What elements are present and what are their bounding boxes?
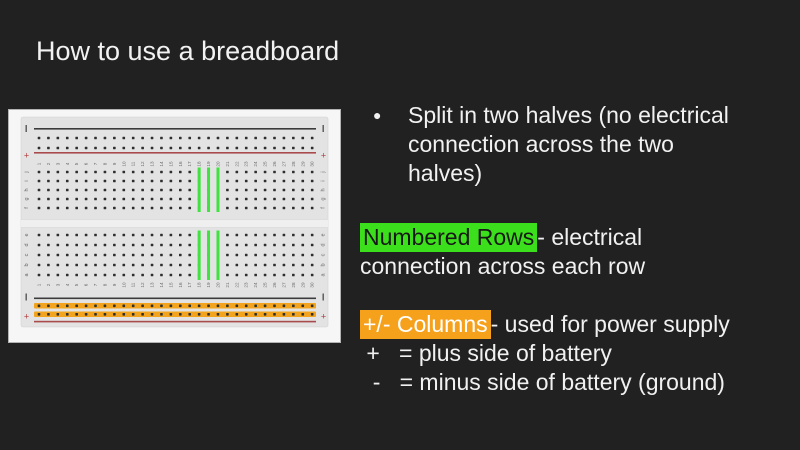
- svg-text:27: 27: [281, 282, 286, 288]
- svg-text:29: 29: [300, 282, 305, 288]
- svg-text:f: f: [321, 207, 327, 209]
- svg-text:8: 8: [102, 283, 107, 286]
- svg-text:14: 14: [159, 161, 164, 167]
- svg-text:22: 22: [234, 161, 239, 167]
- svg-text:30: 30: [310, 161, 315, 167]
- svg-text:15: 15: [168, 161, 173, 167]
- svg-text:14: 14: [159, 282, 164, 288]
- svg-text:23: 23: [244, 161, 249, 167]
- svg-text:1: 1: [37, 283, 42, 286]
- svg-text:4: 4: [65, 283, 70, 286]
- svg-text:7: 7: [93, 283, 98, 286]
- svg-text:11: 11: [131, 161, 136, 166]
- minus-side-line: - = minus side of battery (ground): [360, 369, 725, 395]
- svg-text:5: 5: [74, 283, 79, 286]
- columns-highlight: +/- Columns: [360, 310, 491, 339]
- svg-text:25: 25: [263, 161, 268, 167]
- svg-text:+: +: [321, 151, 326, 161]
- svg-text:6: 6: [84, 162, 89, 165]
- svg-text:2: 2: [46, 283, 51, 286]
- svg-text:12: 12: [140, 282, 145, 288]
- plus-minus-columns-line: +/- Columns- used for power supply: [360, 310, 796, 339]
- svg-text:8: 8: [102, 162, 107, 165]
- svg-text:20: 20: [215, 161, 220, 167]
- svg-text:e: e: [321, 233, 327, 236]
- svg-text:9: 9: [112, 283, 117, 286]
- svg-text:j: j: [24, 171, 30, 173]
- svg-text:26: 26: [272, 282, 277, 288]
- svg-text:c: c: [24, 253, 30, 256]
- svg-text:28: 28: [291, 161, 296, 167]
- svg-text:h: h: [24, 188, 30, 191]
- svg-text:6: 6: [84, 283, 89, 286]
- svg-text:29: 29: [300, 161, 305, 167]
- svg-text:28: 28: [291, 282, 296, 288]
- columns-rest: - used for power supply: [490, 311, 730, 337]
- bullet-text: Split in two halves (no electrical conne…: [408, 102, 729, 186]
- svg-text:21: 21: [225, 161, 230, 167]
- numbered-rows-highlight: Numbered Rows: [360, 223, 538, 252]
- svg-text:21: 21: [225, 282, 230, 288]
- svg-text:10: 10: [121, 161, 126, 167]
- breadboard-svg: ++11223344556677889910101111121213131414…: [8, 109, 341, 343]
- svg-text:4: 4: [65, 162, 70, 165]
- svg-text:13: 13: [150, 282, 155, 288]
- bullet-item-split-halves: ● Split in two halves (no electrical con…: [366, 101, 792, 188]
- svg-text:+: +: [24, 312, 29, 322]
- svg-text:1: 1: [37, 162, 42, 165]
- svg-text:12: 12: [140, 161, 145, 167]
- svg-text:a: a: [24, 273, 30, 277]
- svg-text:15: 15: [168, 282, 173, 288]
- svg-text:23: 23: [244, 282, 249, 288]
- svg-text:27: 27: [281, 161, 286, 167]
- svg-text:16: 16: [178, 161, 183, 167]
- svg-text:b: b: [24, 263, 30, 266]
- svg-text:j: j: [321, 171, 327, 173]
- svg-text:19: 19: [206, 282, 211, 288]
- svg-text:7: 7: [93, 162, 98, 165]
- svg-text:16: 16: [178, 282, 183, 288]
- svg-text:5: 5: [74, 162, 79, 165]
- svg-text:22: 22: [234, 282, 239, 288]
- svg-text:30: 30: [310, 282, 315, 288]
- svg-text:e: e: [24, 233, 30, 236]
- svg-text:a: a: [321, 273, 327, 277]
- svg-text:+: +: [321, 312, 326, 322]
- svg-text:d: d: [24, 243, 30, 246]
- numbered-rows-line: Numbered Rows- electrical connection acr…: [360, 223, 790, 281]
- svg-text:11: 11: [131, 282, 136, 287]
- svg-text:f: f: [24, 207, 30, 209]
- numbered-rows-rest: - electrical connection across each row: [360, 224, 646, 279]
- svg-text:17: 17: [187, 161, 192, 167]
- svg-text:18: 18: [197, 282, 202, 288]
- svg-text:17: 17: [187, 282, 192, 288]
- svg-text:g: g: [321, 197, 327, 200]
- svg-text:i: i: [321, 180, 327, 181]
- svg-text:24: 24: [253, 282, 258, 288]
- svg-text:25: 25: [263, 282, 268, 288]
- svg-text:13: 13: [150, 161, 155, 167]
- svg-text:3: 3: [55, 162, 60, 165]
- svg-text:+: +: [24, 151, 29, 161]
- svg-text:c: c: [321, 253, 327, 256]
- svg-text:20: 20: [215, 282, 220, 288]
- svg-text:3: 3: [55, 283, 60, 286]
- svg-text:b: b: [321, 263, 327, 266]
- svg-text:24: 24: [253, 161, 258, 167]
- svg-text:g: g: [24, 197, 30, 200]
- slide-title: How to use a breadboard: [36, 36, 340, 66]
- plus-side-line: + = plus side of battery: [360, 340, 612, 366]
- svg-text:d: d: [321, 243, 327, 246]
- svg-text:26: 26: [272, 161, 277, 167]
- svg-text:10: 10: [121, 282, 126, 288]
- bullet-marker: ●: [373, 107, 382, 123]
- svg-text:i: i: [24, 180, 30, 181]
- svg-text:2: 2: [46, 162, 51, 165]
- svg-text:18: 18: [197, 161, 202, 167]
- svg-text:19: 19: [206, 161, 211, 167]
- svg-text:9: 9: [112, 162, 117, 165]
- svg-text:h: h: [321, 188, 327, 191]
